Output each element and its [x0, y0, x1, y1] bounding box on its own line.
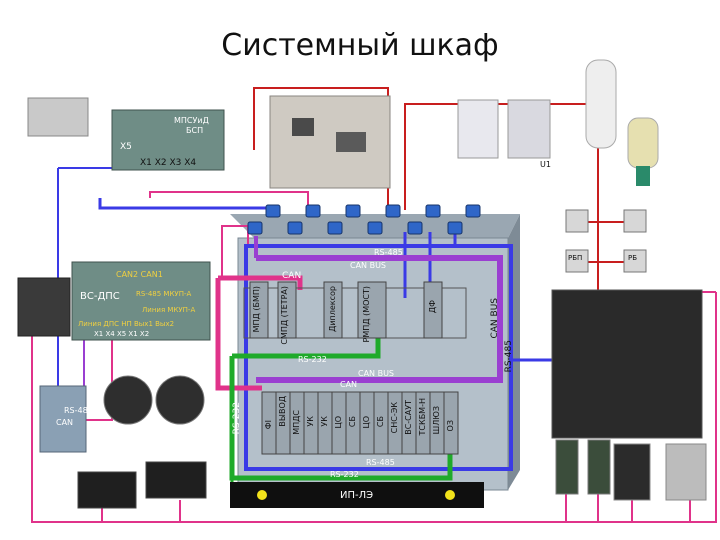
button-photo — [565, 209, 589, 233]
left-rs485-label: RS-485 — [64, 406, 93, 415]
line-mkup-label: Линия МКУП-А — [142, 306, 196, 314]
can-line — [218, 275, 303, 290]
module-slot — [277, 281, 297, 339]
circuit-board-photo — [269, 95, 391, 189]
rbp-label: РБП — [568, 254, 583, 262]
psu-led — [257, 490, 267, 500]
device-photo-white-unit — [457, 99, 499, 159]
rs485-bottom-label: RS-485 — [366, 458, 395, 467]
upper-bus-frame — [243, 287, 467, 339]
module-slot — [323, 281, 343, 339]
module-label: ЦО — [362, 416, 371, 429]
device-photo-left-panel — [39, 385, 87, 453]
module-label: ТСКБМ-Н — [418, 398, 427, 436]
mpsu-label: МПСУиД — [174, 116, 209, 125]
indicator-photo — [587, 439, 611, 495]
rb-label: РБ — [628, 254, 638, 262]
module-label: РМПД (МОСТ) — [362, 286, 371, 343]
power-line — [149, 191, 309, 205]
can-bus-mid-label: CAN BUS — [358, 369, 395, 378]
antenna-photo — [585, 59, 617, 149]
mpsu-sublabel: БСП — [186, 126, 204, 135]
module-label: ШЛЮЗ — [432, 406, 441, 435]
module-label: ЦО — [334, 416, 343, 429]
rs232-mid-label: RS-232 — [298, 355, 327, 364]
module-label: ФI — [264, 420, 273, 430]
gauge-photo — [103, 375, 153, 425]
control-panel-photo — [551, 289, 703, 439]
gauge-photo — [155, 375, 205, 425]
can-mid-label: CAN — [340, 380, 358, 389]
module-label: ОЗ — [446, 420, 455, 432]
can-ports-label: CAN2 CAN1 — [116, 270, 163, 279]
rs232-line — [229, 356, 453, 481]
module-label: СМПД (ТЕТРА) — [280, 286, 289, 345]
mpsu-box — [111, 109, 225, 171]
button-photo — [623, 249, 647, 273]
board-chip — [336, 132, 366, 152]
module-label: ВЫВОД — [278, 396, 287, 427]
psu-block — [230, 482, 484, 508]
can-line — [215, 278, 262, 391]
rs485-line — [98, 198, 270, 210]
module-label: МПДС — [292, 410, 301, 435]
upper-module-slots — [249, 281, 443, 339]
handle-photo — [77, 471, 137, 509]
device-photo-white-unit — [507, 99, 551, 159]
board-chip — [292, 118, 314, 136]
rs232-left-label: RS-232 — [232, 402, 242, 435]
can-upper-label: CAN — [282, 271, 302, 281]
antenna-base — [636, 166, 650, 186]
antenna-photo — [627, 117, 659, 169]
lower-module-dividers — [275, 392, 445, 454]
power-line — [221, 225, 249, 278]
module-slot — [249, 281, 269, 339]
button-photo — [623, 209, 647, 233]
module-label: СБ — [348, 416, 357, 428]
rs232-bottom-label: RS-232 — [330, 470, 359, 479]
indicator-photo — [555, 439, 579, 495]
port-x5-label: X5 — [120, 142, 132, 152]
page-title: Системный шкаф — [221, 28, 499, 63]
psu-led — [445, 490, 455, 500]
module-label: УК — [306, 416, 315, 427]
module-label: ДФ — [428, 300, 437, 314]
device-photo-grey-box — [27, 97, 89, 137]
module-slot — [423, 281, 443, 339]
bs-dps-title: ВС-ДПС — [80, 291, 120, 302]
bs-dps-ports-label: X1 X4 X5 X1 X2 — [94, 330, 150, 338]
button-photo — [565, 249, 589, 273]
module-label: МПД (БМП) — [252, 286, 261, 333]
psu-label: ИП-ЛЭ — [340, 490, 374, 501]
connector-row — [247, 204, 481, 235]
handle-photo — [145, 461, 207, 499]
display-photo — [613, 443, 651, 501]
can-bus — [256, 255, 503, 383]
module-label: СНС-ЭК — [390, 402, 399, 434]
bs-dps-bottom-label: Линия ДПС НП Вых1 Вых2 — [78, 320, 175, 328]
rs485-top-label: RS-485 — [374, 248, 403, 257]
module-label: ВС-САУТ — [404, 400, 413, 435]
module-label: Диплексор — [328, 286, 337, 332]
display-photo — [665, 443, 707, 501]
bs-dps-box — [71, 261, 211, 341]
mkup-label: RS-485 МКУП-А — [136, 290, 192, 298]
can-bus-right-label: CAN BUS — [490, 298, 500, 339]
mpsu-ports-label: X1 X2 X3 X4 — [140, 158, 197, 168]
u1-label: U1 — [540, 160, 551, 169]
can-left-label: CAN — [220, 318, 230, 338]
device-photo-dark-module — [17, 277, 71, 337]
left-can-label: CAN — [56, 418, 74, 427]
module-slot — [357, 281, 387, 339]
module-label: СБ — [376, 416, 385, 428]
power-line — [31, 292, 717, 523]
rs232-line — [232, 338, 381, 359]
module-label: УК — [320, 416, 329, 427]
rs485-right-label: RS-485 — [504, 340, 514, 373]
can-bus-top-label: CAN BUS — [350, 261, 387, 270]
